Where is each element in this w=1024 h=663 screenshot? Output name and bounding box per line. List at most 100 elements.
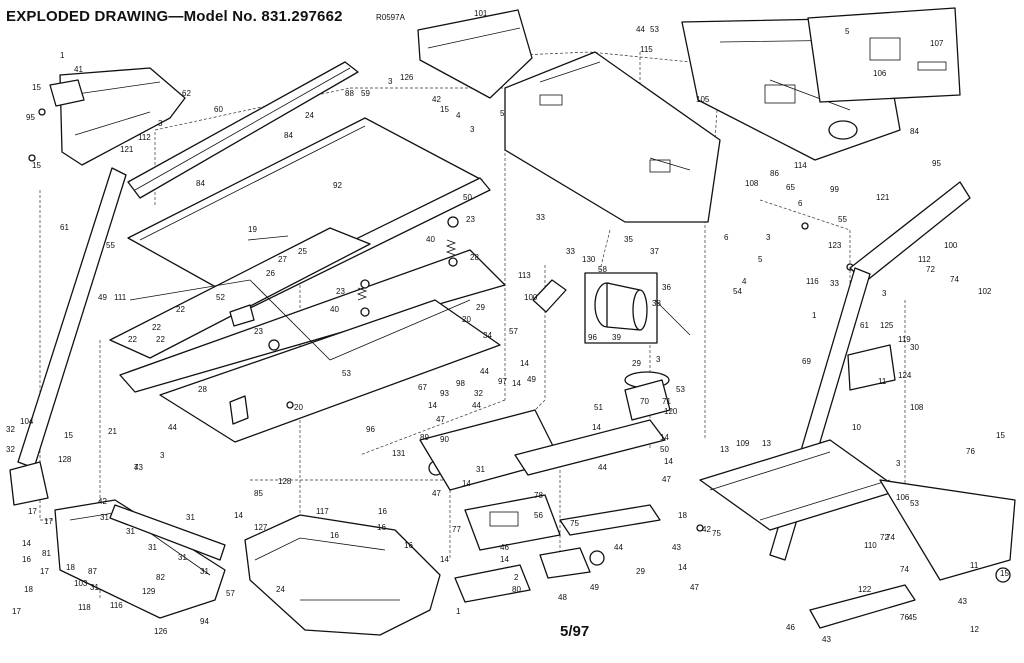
callout: 6 xyxy=(798,199,803,208)
callout: 22 xyxy=(128,335,137,344)
callout: 4 xyxy=(456,111,461,120)
callout: 74 xyxy=(900,565,909,574)
callout: 3 xyxy=(158,119,163,128)
callout: 34 xyxy=(483,331,492,340)
callout: 50 xyxy=(463,193,472,202)
callout: 67 xyxy=(418,383,427,392)
callout: 21 xyxy=(108,427,117,436)
callout: 6 xyxy=(724,233,729,242)
callout: 74 xyxy=(950,275,959,284)
callout: 32 xyxy=(6,445,15,454)
callout: 58 xyxy=(598,265,607,274)
callout: 3 xyxy=(388,77,393,86)
callout: 118 xyxy=(78,603,91,612)
callout: 47 xyxy=(662,475,671,484)
callout: 24 xyxy=(305,111,314,120)
callout: 14 xyxy=(660,433,669,442)
callout: 128 xyxy=(278,477,292,486)
callout: 61 xyxy=(860,321,869,330)
callout: 47 xyxy=(690,583,699,592)
callout: 18 xyxy=(66,563,75,572)
callout: 113 xyxy=(518,271,531,280)
callout: 49 xyxy=(98,293,107,302)
callout: 14 xyxy=(520,359,529,368)
callout: 44 xyxy=(168,423,177,432)
callout: 33 xyxy=(536,213,545,222)
callout: 15 xyxy=(32,161,41,170)
callout: 16 xyxy=(330,531,339,540)
callout: 53 xyxy=(342,369,351,378)
motor-hood xyxy=(417,9,721,223)
callout: 87 xyxy=(88,567,97,576)
callout: 43 xyxy=(822,635,831,644)
callout: 3 xyxy=(656,355,661,364)
callout: 76 xyxy=(900,613,909,622)
callout: 31 xyxy=(178,553,187,562)
callout: 26 xyxy=(266,269,275,278)
callout: 40 xyxy=(426,235,435,244)
callout: 5 xyxy=(500,109,505,118)
callout: 59 xyxy=(361,89,370,98)
callout: 27 xyxy=(278,255,287,264)
callout: 81 xyxy=(42,549,51,558)
callout: 126 xyxy=(154,627,168,636)
callout: 25 xyxy=(298,247,307,256)
callout: 84 xyxy=(196,179,205,188)
callout: 14 xyxy=(234,511,243,520)
callout: 16 xyxy=(404,541,413,550)
callout: 14 xyxy=(592,423,601,432)
callout: 30 xyxy=(910,343,919,352)
callout: 85 xyxy=(254,489,263,498)
callout: 47 xyxy=(436,415,445,424)
callout: 2 xyxy=(514,573,519,582)
callout: 13 xyxy=(720,445,729,454)
console-assembly xyxy=(681,7,961,161)
callout: 100 xyxy=(524,293,538,302)
callout: 15 xyxy=(440,105,449,114)
callout: 122 xyxy=(858,585,872,594)
rear-shrouds xyxy=(54,499,441,636)
callout: 104 xyxy=(20,417,34,426)
callout: 130 xyxy=(582,255,596,264)
callout: 20 xyxy=(462,315,471,324)
callout: 90 xyxy=(440,435,449,444)
callout: 57 xyxy=(509,327,518,336)
callout: 61 xyxy=(60,223,69,232)
callout: 16 xyxy=(378,507,387,516)
callout: 76 xyxy=(966,447,975,456)
callout: 49 xyxy=(527,375,536,384)
callout: 109 xyxy=(736,439,750,448)
callout: 95 xyxy=(932,159,941,168)
callout: 44 xyxy=(614,543,623,552)
callout: 31 xyxy=(100,513,109,522)
callout: 23 xyxy=(336,287,345,296)
callout: 15 xyxy=(1000,569,1009,578)
callout: 47 xyxy=(432,489,441,498)
callout: 106 xyxy=(873,69,887,78)
callout: 17 xyxy=(44,517,53,526)
callout: 49 xyxy=(590,583,599,592)
callout: 103 xyxy=(74,579,88,588)
callout: 1 xyxy=(456,607,461,616)
callout: 111 xyxy=(114,293,127,302)
callout: 55 xyxy=(838,215,847,224)
callout: 115 xyxy=(640,45,653,54)
callout: 70 xyxy=(640,397,649,406)
callout: 88 xyxy=(345,89,354,98)
callout: 44 xyxy=(598,463,607,472)
callout: 45 xyxy=(908,613,917,622)
callout: 37 xyxy=(650,247,659,256)
callout: 31 xyxy=(476,465,485,474)
deck-springs xyxy=(247,235,457,301)
callout: 95 xyxy=(26,113,35,122)
callout: 41 xyxy=(74,65,83,74)
callout: 31 xyxy=(148,543,157,552)
callout: 40 xyxy=(330,305,339,314)
left-upright-frame xyxy=(9,67,186,506)
callout: 44 xyxy=(636,25,645,34)
callout: 44 xyxy=(480,367,489,376)
callout: 129 xyxy=(142,587,156,596)
callout: 42 xyxy=(432,95,441,104)
callout: 75 xyxy=(570,519,579,528)
callout: 43 xyxy=(958,597,967,606)
